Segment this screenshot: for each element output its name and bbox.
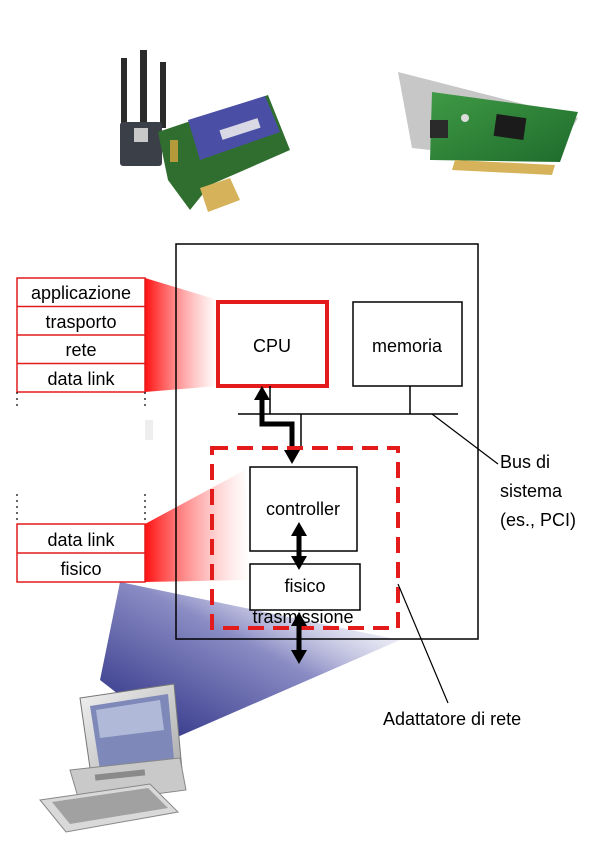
desktop-computer-icon: [39, 683, 187, 833]
physical-box: [249, 563, 361, 611]
stack-layer-physical: fisico: [60, 559, 101, 579]
host-box: [175, 243, 479, 640]
memory-box: [352, 301, 463, 387]
ethernet-network-card-icon: [398, 72, 578, 175]
transmission-label: trasmissione: [252, 607, 353, 627]
external-arrowhead-up: [291, 612, 307, 626]
controller-arrowhead-up: [291, 522, 307, 536]
memory-label: memoria: [372, 336, 443, 356]
adapter-label: Adattatore di rete: [383, 709, 521, 729]
physical-arrowhead-down: [291, 556, 307, 570]
bus-label-line2: sistema: [500, 481, 563, 501]
stack-layer-transport: trasporto: [45, 312, 116, 332]
beam-fade-mark: [145, 420, 153, 440]
adapter-leader-line: [397, 583, 449, 704]
cpu-arrowhead: [254, 386, 270, 400]
stack-layer-application: applicazione: [31, 283, 131, 303]
network-adapter-box: [210, 446, 400, 630]
protocol-stack-bottom: data link fisico: [16, 523, 146, 583]
wireless-network-card-icon: [120, 50, 290, 212]
beam-link-stack: [145, 470, 250, 582]
controller-label: controller: [266, 499, 340, 519]
beam-network-stack: [145, 278, 218, 392]
stack-layer-datalink-bottom: data link: [47, 530, 115, 550]
stack-dotted-connectors: [16, 392, 146, 524]
adapter-arrowhead: [284, 450, 300, 464]
physical-label: fisico: [284, 576, 325, 596]
bus-leader-line: [431, 413, 499, 465]
cpu-label: CPU: [253, 336, 291, 356]
bus-label-line1: Bus di: [500, 452, 550, 472]
controller-box: [249, 466, 358, 552]
cpu-box: [216, 300, 329, 388]
stack-layer-datalink-top: data link: [47, 369, 115, 389]
stack-layer-network: rete: [65, 340, 96, 360]
external-arrowhead-down: [291, 650, 307, 664]
bus-label-line3: (es., PCI): [500, 510, 576, 530]
cpu-controller-arrow: [259, 398, 295, 452]
protocol-stack-top: applicazione trasporto rete data link: [16, 277, 146, 393]
